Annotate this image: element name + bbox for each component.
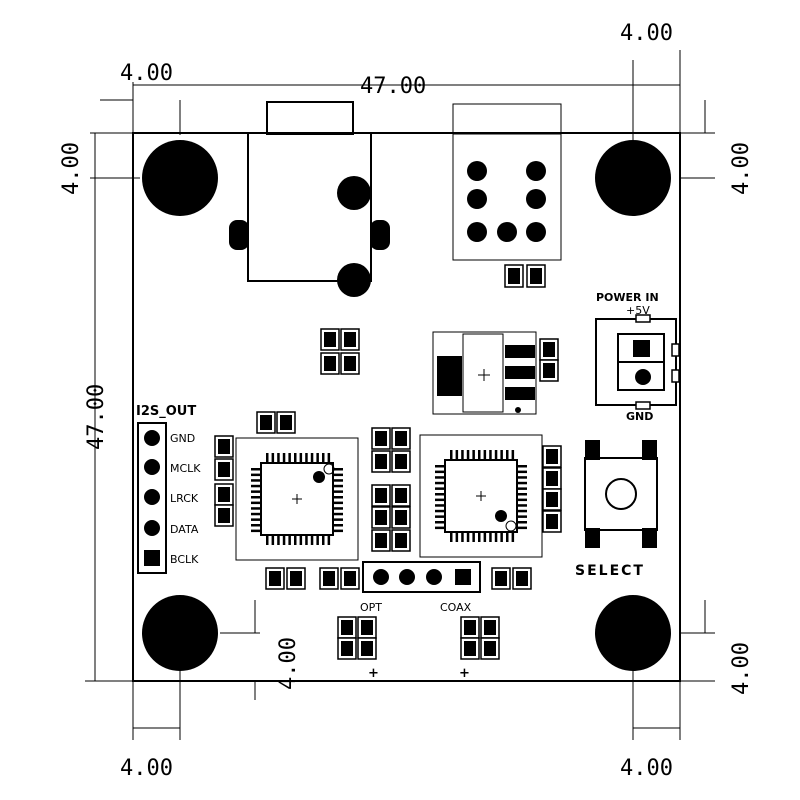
smd-pad [542,467,562,490]
smd-pad [391,484,411,507]
voltage-regulator [432,331,537,415]
smd-pad [539,338,559,361]
mounting-hole-top-right [595,140,671,216]
i2s-pin-bclk [144,550,160,566]
smd-pad [320,352,340,375]
i2s-label-lrck: LRCK [170,492,199,505]
smd-pad [512,567,532,590]
i2s-label-bclk: BCLK [170,553,199,566]
smd-pad [276,411,296,434]
smd-pad [480,637,500,660]
passive-components [214,328,562,660]
smd-pad [391,427,411,450]
i2s-pin-data [144,520,160,536]
dim-top-left: 4.00 [120,61,173,86]
smd-pad [480,616,500,639]
i2s-title: I2S_OUT [136,404,196,419]
smd-pad [214,483,234,506]
dim-right-top: 4.00 [729,142,754,195]
chip-right [419,434,543,558]
smd-pad [256,411,276,434]
dim-left-bottom: 4.00 [276,637,301,690]
audio-jack [229,101,390,297]
smd-pad [340,328,360,351]
select-label: SELECT [575,563,645,579]
smd-pad [371,529,391,552]
smd-pad [460,637,480,660]
smd-pad [539,359,559,382]
coax-plus: + [459,666,470,681]
smd-pad [340,567,360,590]
smd-pad [460,616,480,639]
i2s-label-mclk: MCLK [170,462,201,475]
smd-pad [542,488,562,511]
dim-bottom-left: 4.00 [120,756,173,781]
smd-pad [319,567,339,590]
power-5v-label: +5V [626,304,650,317]
dimension-lines [85,50,715,740]
power-connector [595,314,680,410]
i2s-label-gnd: GND [170,432,195,445]
smd-pad [491,567,511,590]
smd-pad [357,616,377,639]
smd-pad [340,352,360,375]
smd-pad [286,567,306,590]
dim-left-top: 4.00 [59,142,84,195]
dim-top-right: 4.00 [620,21,673,46]
dim-bottom-right: 4.00 [620,756,673,781]
smd-pad [337,637,357,660]
i2s-header [137,422,167,574]
smd-pad [542,445,562,468]
smd-pad [542,510,562,533]
opt-label: OPT [360,601,382,614]
dim-right-bottom: 4.00 [729,642,754,695]
smd-pad [371,450,391,473]
coax-label: COAX [440,601,472,614]
smd-pad [265,567,285,590]
smd-pad [337,616,357,639]
optical-connector [452,103,562,288]
smd-pad [214,435,234,458]
smd-pad [357,637,377,660]
smd-pad [371,506,391,529]
mounting-hole-bottom-left [142,595,218,671]
smd-pad [214,504,234,527]
opt-plus: + [368,666,379,681]
smd-pad [391,506,411,529]
smd-pad [371,427,391,450]
select-button[interactable] [584,440,658,548]
power-gnd-label: GND [626,410,653,423]
smd-pad [391,529,411,552]
power-in-label: POWER IN [596,291,659,304]
i2s-pin-gnd [144,430,160,446]
chip-left [235,437,359,561]
mounting-hole-top-left [142,140,218,216]
dim-width-total: 47.00 [360,74,426,99]
smd-pad [391,450,411,473]
i2s-label-data: DATA [170,523,199,536]
board-outline [132,132,681,682]
mounting-hole-bottom-right [595,595,671,671]
smd-pad [214,458,234,481]
i2s-pin-mclk [144,459,160,475]
pin-header-4 [362,561,481,593]
dim-height-total: 47.00 [84,384,109,450]
i2s-pin-lrck [144,489,160,505]
smd-pad [320,328,340,351]
smd-pad [371,484,391,507]
